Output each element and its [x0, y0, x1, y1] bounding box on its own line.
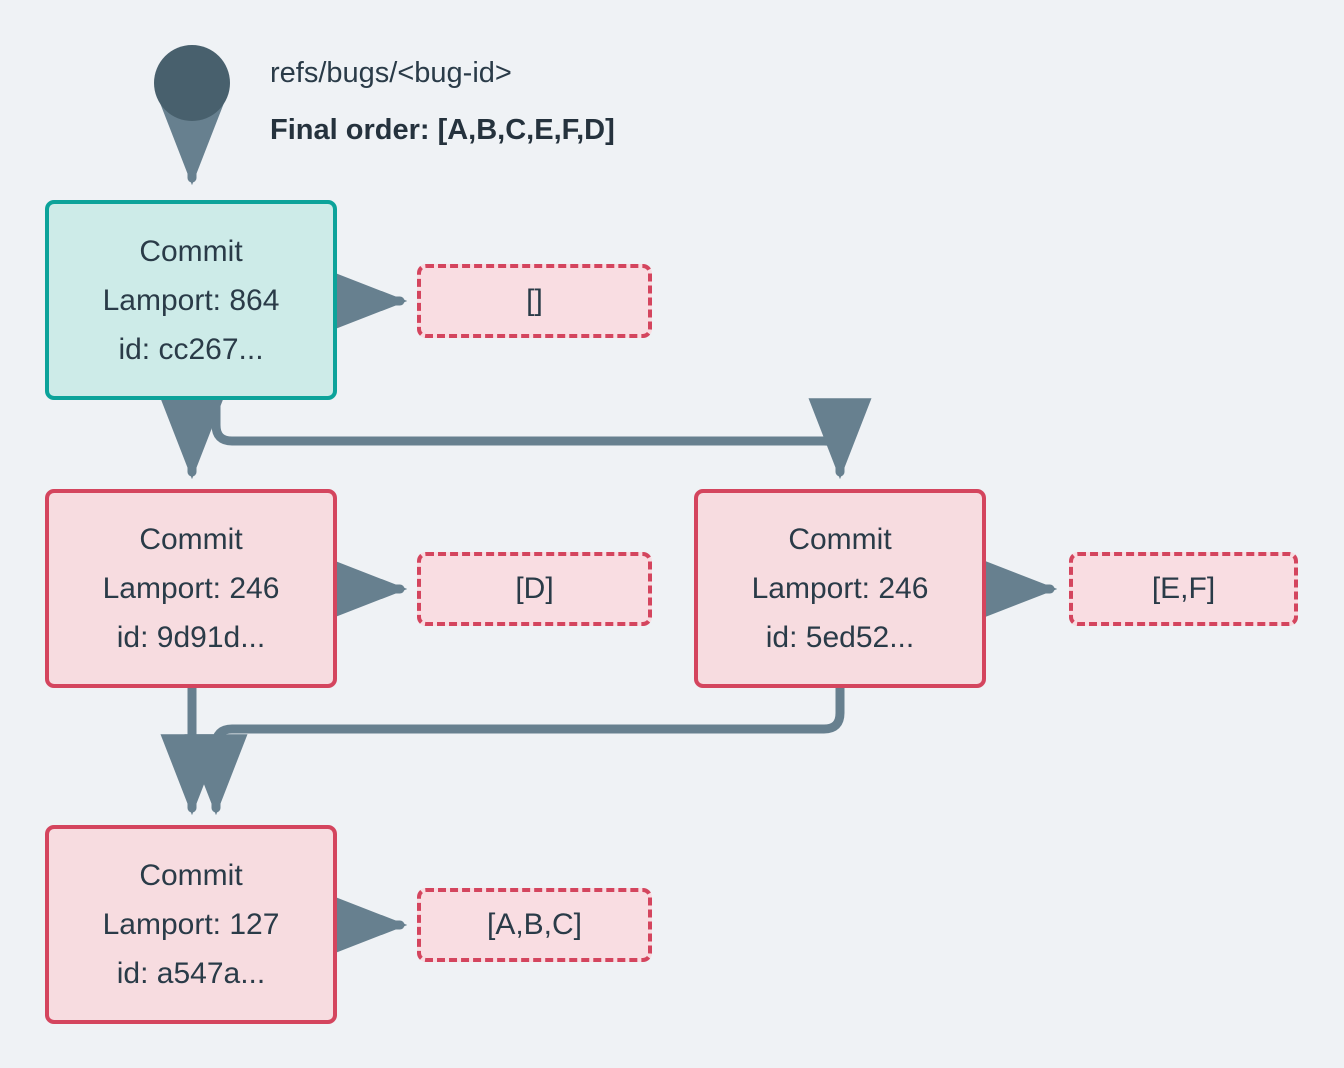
operations-node-cc267[interactable]: [] [417, 264, 652, 338]
commit-title: Commit [788, 523, 892, 556]
operations-label: [] [526, 284, 543, 317]
operations-label: [D] [515, 572, 554, 605]
commit-title: Commit [139, 234, 243, 268]
operations-node-9d91d[interactable]: [D] [417, 552, 652, 626]
commit-id: id: cc267... [118, 332, 264, 366]
commit-id: id: 5ed52... [765, 621, 915, 654]
final-order-label: Final order: [A,B,C,E,F,D] [270, 114, 615, 146]
commit-title: Commit [139, 523, 243, 556]
commit-node-a547a[interactable]: Commit Lamport: 127 id: a547a... [45, 825, 337, 1024]
commit-lamport: Lamport: 127 [102, 908, 280, 941]
commit-id: id: a547a... [116, 957, 266, 990]
commit-lamport: Lamport: 246 [751, 572, 929, 605]
commit-id: id: 9d91d... [116, 621, 266, 654]
operations-node-a547a[interactable]: [A,B,C] [417, 888, 652, 962]
commit-title: Commit [139, 859, 243, 892]
operations-label: [E,F] [1151, 572, 1216, 605]
commit-node-9d91d[interactable]: Commit Lamport: 246 id: 9d91d... [45, 489, 337, 688]
ref-label: refs/bugs/<bug-id> [270, 57, 512, 89]
edge-5ed52-to-a547a [184, 683, 845, 816]
commit-node-5ed52[interactable]: Commit Lamport: 246 id: 5ed52... [694, 489, 986, 688]
operations-label: [A,B,C] [486, 908, 583, 941]
commit-lamport: Lamport: 864 [102, 283, 280, 317]
root-node-circle[interactable] [154, 45, 230, 121]
edge-cc267-to-5ed52 [211, 395, 872, 480]
operations-node-5ed52[interactable]: [E,F] [1069, 552, 1298, 626]
commit-lamport: Lamport: 246 [102, 572, 280, 605]
commit-node-cc267[interactable]: Commit Lamport: 864 id: cc267... [45, 200, 337, 400]
